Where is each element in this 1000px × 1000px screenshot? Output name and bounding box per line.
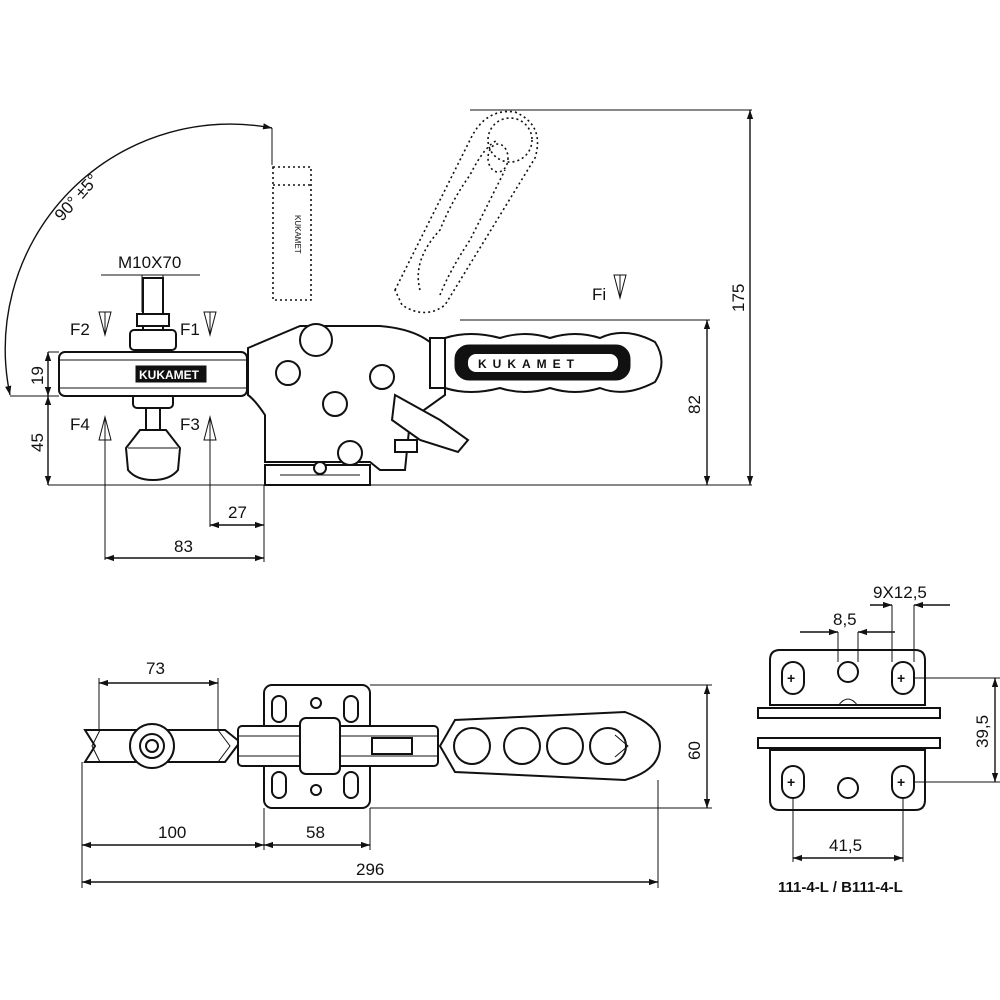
base-view: + + + + 9X12,5 8,5 39,5 41,5 111-4- xyxy=(757,583,1000,896)
top-view: 73 60 100 58 296 xyxy=(81,659,712,888)
dim-83: 83 xyxy=(174,537,193,556)
svg-text:+: + xyxy=(787,670,795,686)
dim-73: 73 xyxy=(146,659,165,678)
svg-text:+: + xyxy=(897,670,905,686)
dim-45: 45 xyxy=(28,433,47,452)
spindle-assembly xyxy=(124,277,182,482)
ghost-brand-text: KUKAMET xyxy=(293,215,302,254)
force-f1-label: F1 xyxy=(180,320,200,339)
force-f4-label: F4 xyxy=(70,415,90,434)
dim-58: 58 xyxy=(306,823,325,842)
force-f3-label: F3 xyxy=(180,415,200,434)
handle: KUKAMET xyxy=(429,331,663,393)
force-arrows xyxy=(98,274,627,560)
dim-19: 19 xyxy=(28,366,47,385)
dim-60: 60 xyxy=(685,741,704,760)
rotation-arc xyxy=(4,123,273,396)
dim-175: 175 xyxy=(729,284,748,312)
raised-spindle-ghost xyxy=(272,166,312,301)
arm-brand-text: KUKAMET xyxy=(139,368,200,382)
svg-text:+: + xyxy=(897,774,905,790)
dim-82: 82 xyxy=(685,395,704,414)
force-fi-label: Fi xyxy=(592,285,606,304)
force-f2-label: F2 xyxy=(70,320,90,339)
side-view: 90° ±5° KUKAMET M10X70 xyxy=(4,109,754,562)
dim-296: 296 xyxy=(356,860,384,879)
dim-100: 100 xyxy=(158,823,186,842)
svg-text:+: + xyxy=(787,774,795,790)
dim-9x12-5: 9X12,5 xyxy=(873,583,927,602)
thread-label: M10X70 xyxy=(118,253,181,272)
dim-27: 27 xyxy=(228,503,247,522)
angle-label: 90° ±5° xyxy=(51,170,103,224)
model-label: 111-4-L / B111-4-L xyxy=(778,879,903,896)
raised-handle-ghost xyxy=(394,110,539,314)
dim-8-5: 8,5 xyxy=(833,610,857,629)
dim-39-5: 39,5 xyxy=(973,715,992,748)
dim-41-5: 41,5 xyxy=(829,836,862,855)
handle-brand-text: KUKAMET xyxy=(478,357,580,371)
